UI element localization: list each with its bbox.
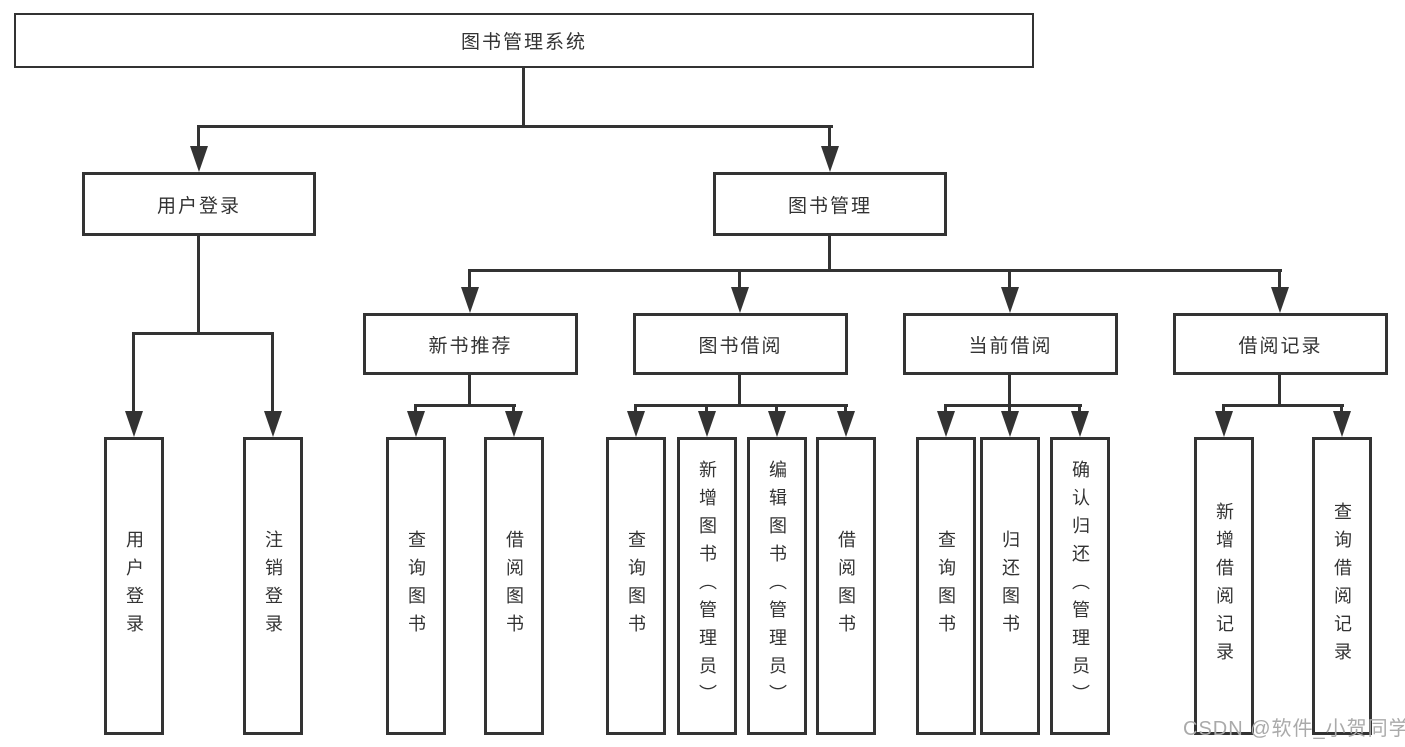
connector-line (944, 404, 1082, 407)
leaf-query-books-recommend: 查询图书 (386, 437, 446, 735)
arrowhead-down-icon (1001, 411, 1019, 437)
leaf-edit-books-admin: 编辑图书（管理员） (747, 437, 807, 735)
node-current-borrowing: 当前借阅 (903, 313, 1118, 375)
arrowhead-down-icon (1071, 411, 1089, 437)
node-library-system: 图书管理系统 (14, 13, 1034, 68)
csdn-watermark: CSDN @软件_小贺同学 (1183, 718, 1405, 740)
arrowhead-down-icon (505, 411, 523, 437)
arrowhead-down-icon (1001, 287, 1019, 313)
arrowhead-down-icon (1333, 411, 1351, 437)
connector-line (828, 128, 831, 146)
connector-line (738, 272, 741, 287)
arrowhead-down-icon (125, 411, 143, 437)
connector-line (468, 272, 471, 287)
connector-line (132, 335, 135, 411)
connector-line (1008, 375, 1011, 407)
connector-line (738, 375, 741, 407)
arrowhead-down-icon (698, 411, 716, 437)
arrowhead-down-icon (407, 411, 425, 437)
leaf-return-books: 归还图书 (980, 437, 1040, 735)
leaf-borrow-books-recommend: 借阅图书 (484, 437, 544, 735)
connector-line (1008, 407, 1011, 411)
connector-line (705, 407, 708, 411)
arrowhead-down-icon (731, 287, 749, 313)
connector-line (197, 128, 200, 146)
connector-line (634, 407, 637, 411)
arrowhead-down-icon (837, 411, 855, 437)
node-book-management: 图书管理 (713, 172, 947, 236)
connector-line (634, 404, 848, 407)
connector-line (775, 407, 778, 411)
arrowhead-down-icon (264, 411, 282, 437)
connector-line (1222, 404, 1344, 407)
connector-line (1278, 272, 1281, 287)
leaf-add-books-admin: 新增图书（管理员） (677, 437, 737, 735)
connector-line (468, 269, 1282, 272)
connector-line (522, 68, 525, 128)
connector-line (271, 335, 274, 411)
leaf-add-borrow-record: 新增借阅记录 (1194, 437, 1254, 735)
connector-line (197, 236, 200, 335)
arrowhead-down-icon (937, 411, 955, 437)
connector-line (1340, 407, 1343, 411)
arrowhead-down-icon (1215, 411, 1233, 437)
connector-line (1222, 407, 1225, 411)
connector-line (1278, 375, 1281, 407)
node-book-borrowing: 图书借阅 (633, 313, 848, 375)
arrowhead-down-icon (821, 146, 839, 172)
leaf-query-books-current: 查询图书 (916, 437, 976, 735)
connector-line (512, 407, 515, 411)
leaf-query-borrow-record: 查询借阅记录 (1312, 437, 1372, 735)
connector-line (1008, 272, 1011, 287)
connector-line (828, 236, 831, 272)
node-user-login: 用户登录 (82, 172, 316, 236)
leaf-user-login: 用户登录 (104, 437, 164, 735)
connector-line (132, 332, 274, 335)
connector-line (414, 407, 417, 411)
leaf-logout: 注销登录 (243, 437, 303, 735)
arrowhead-down-icon (1271, 287, 1289, 313)
connector-line (944, 407, 947, 411)
leaf-query-books-borrowing: 查询图书 (606, 437, 666, 735)
leaf-borrow-books-borrowing: 借阅图书 (816, 437, 876, 735)
arrowhead-down-icon (768, 411, 786, 437)
leaf-confirm-return-admin: 确认归还（管理员） (1050, 437, 1110, 735)
connector-line (414, 404, 516, 407)
connector-line (468, 375, 471, 407)
connector-line (197, 125, 833, 128)
arrowhead-down-icon (627, 411, 645, 437)
connector-line (844, 407, 847, 411)
node-new-book-recommendation: 新书推荐 (363, 313, 578, 375)
node-borrowing-records: 借阅记录 (1173, 313, 1388, 375)
arrowhead-down-icon (190, 146, 208, 172)
arrowhead-down-icon (461, 287, 479, 313)
connector-line (1078, 407, 1081, 411)
